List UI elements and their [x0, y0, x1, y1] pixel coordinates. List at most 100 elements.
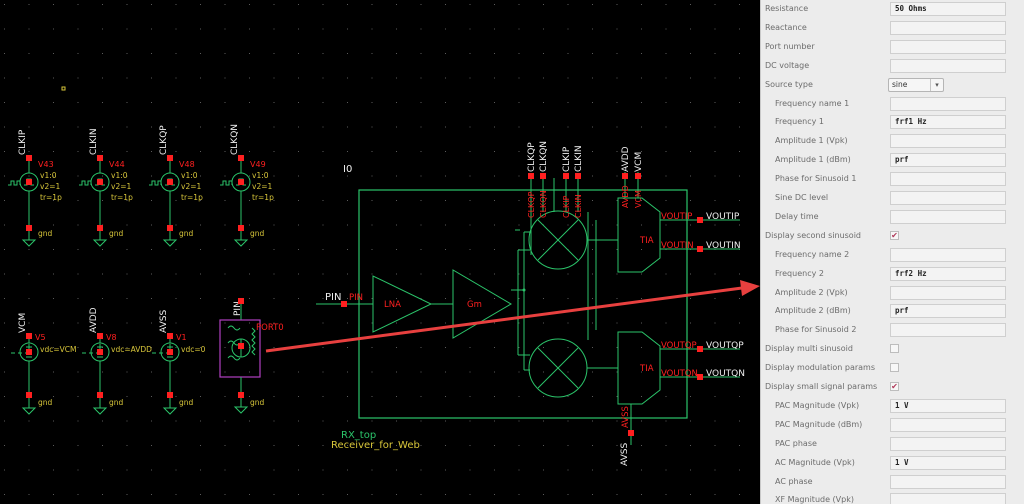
- property-row: PAC phase: [761, 436, 1024, 455]
- property-field[interactable]: [890, 96, 1006, 111]
- property-field[interactable]: [890, 493, 1006, 504]
- source-inst-label: V44: [109, 160, 125, 169]
- property-field[interactable]: prf: [890, 153, 1006, 168]
- output-pin-outer: VOUTQP: [706, 341, 744, 351]
- lna-label: LNA: [384, 300, 401, 310]
- source-gnd-label: gnd: [38, 398, 53, 407]
- property-row: AC phase: [761, 474, 1024, 493]
- port-source[interactable]: PIN PORT0 gnd: [219, 298, 284, 414]
- property-row: Display multi sinusoid: [761, 341, 1024, 360]
- source-param: tr=1p: [40, 193, 62, 202]
- property-field[interactable]: [890, 436, 1006, 451]
- property-row: Frequency name 2: [761, 247, 1024, 266]
- source-inst-label: V5: [35, 333, 46, 342]
- property-field[interactable]: [890, 247, 1006, 262]
- block-supply-pin-outer: VCM: [634, 152, 644, 172]
- source-pin-label: CLKQN: [230, 124, 240, 155]
- property-field[interactable]: [890, 417, 1006, 432]
- source-pin-label: VCM: [18, 313, 28, 333]
- property-label: Phase for Sinusoid 2: [775, 325, 857, 335]
- source-param: v2=1: [252, 182, 272, 191]
- output-pin-inner: VOUTQN: [661, 369, 698, 379]
- property-field[interactable]: frf2 Hz: [890, 266, 1006, 281]
- property-row: Frequency name 1: [761, 96, 1024, 115]
- property-row: Source type sine▾: [761, 77, 1024, 96]
- source-pin-label: AVDD: [89, 307, 99, 333]
- lib-name: Receiver_for_Web: [331, 440, 420, 451]
- source-gnd-label: gnd: [179, 398, 194, 407]
- property-row: Amplitude 2 (dBm) prf: [761, 303, 1024, 322]
- property-checkbox[interactable]: ✔: [890, 382, 899, 391]
- property-field[interactable]: [890, 39, 1006, 54]
- property-label: PAC Magnitude (Vpk): [775, 400, 860, 410]
- property-field[interactable]: prf: [890, 304, 1006, 319]
- source-param: v2=1: [111, 182, 131, 191]
- property-field[interactable]: [890, 285, 1006, 300]
- property-row: Display modulation params: [761, 360, 1024, 379]
- output-pin-outer: VOUTQN: [706, 369, 745, 379]
- source-param: tr=1p: [252, 193, 274, 202]
- property-row: PAC Magnitude (dBm): [761, 417, 1024, 436]
- property-label: AC Magnitude (Vpk): [775, 457, 855, 467]
- block-clk-pin-inner: CLKQN: [539, 190, 548, 218]
- property-field[interactable]: [890, 191, 1006, 205]
- source-param: v2=1: [181, 182, 201, 191]
- property-field[interactable]: [890, 58, 1006, 73]
- property-field[interactable]: [890, 172, 1006, 187]
- property-field[interactable]: [890, 20, 1006, 35]
- port-box[interactable]: [219, 319, 261, 378]
- block-clk-pin-outer: CLKIN: [574, 145, 584, 172]
- property-label: Amplitude 1 (dBm): [775, 155, 851, 165]
- property-label: Phase for Sinusoid 1: [775, 174, 857, 184]
- source-gnd-label: gnd: [109, 398, 124, 407]
- source-inst-label: V1: [176, 333, 187, 342]
- property-field[interactable]: [890, 474, 1006, 489]
- property-label: PAC Magnitude (dBm): [775, 419, 863, 429]
- output-pin-inner: VOUTIN: [661, 241, 694, 251]
- block-clk-pin-inner: CLKIN: [574, 194, 583, 218]
- property-label: Reactance: [765, 22, 807, 32]
- property-field[interactable]: 1 V: [890, 455, 1006, 470]
- property-checkbox[interactable]: ✔: [890, 230, 899, 240]
- tia-bottom-label: TIA: [639, 364, 654, 374]
- source-param: vdc=AVDD: [111, 345, 152, 354]
- property-label: Amplitude 2 (dBm): [775, 306, 851, 316]
- source-param: v1:0: [252, 171, 269, 180]
- property-row: Phase for Sinusoid 2: [761, 322, 1024, 341]
- property-field[interactable]: 1 V: [890, 398, 1006, 413]
- output-pin-outer: VOUTIP: [706, 212, 740, 222]
- block-supply-pin-inner: AVDD: [621, 185, 630, 208]
- property-checkbox[interactable]: [890, 363, 899, 373]
- block-supply-pin-outer: AVDD: [621, 146, 631, 172]
- gm-label: Gm: [467, 300, 482, 310]
- property-label: Source type: [765, 79, 813, 89]
- property-label: Port number: [765, 41, 815, 51]
- receiver-block[interactable]: I0 PIN PIN LNA Gm: [316, 141, 745, 466]
- property-field[interactable]: [890, 134, 1006, 149]
- block-clk-pin-outer: CLKQN: [539, 141, 549, 172]
- property-label: Delay time: [775, 211, 819, 221]
- source-param: vdc=0: [181, 345, 206, 354]
- property-field[interactable]: frf1 Hz: [890, 115, 1006, 130]
- property-label: Amplitude 1 (Vpk): [775, 136, 848, 146]
- source-type-select[interactable]: sine▾: [888, 77, 944, 92]
- schematic-canvas[interactable]: CLKIPV43v1:0v2=1tr=1pgndCLKINV44v1:0v2=1…: [0, 0, 760, 504]
- property-field[interactable]: [890, 209, 1006, 224]
- property-checkbox[interactable]: [890, 344, 899, 354]
- property-field[interactable]: [890, 323, 1006, 338]
- property-field[interactable]: 50 Ohms: [890, 2, 1006, 16]
- source-inst-label: V43: [38, 160, 54, 169]
- source-pin-label: CLKQP: [159, 125, 169, 155]
- source-param: v2=1: [40, 182, 60, 191]
